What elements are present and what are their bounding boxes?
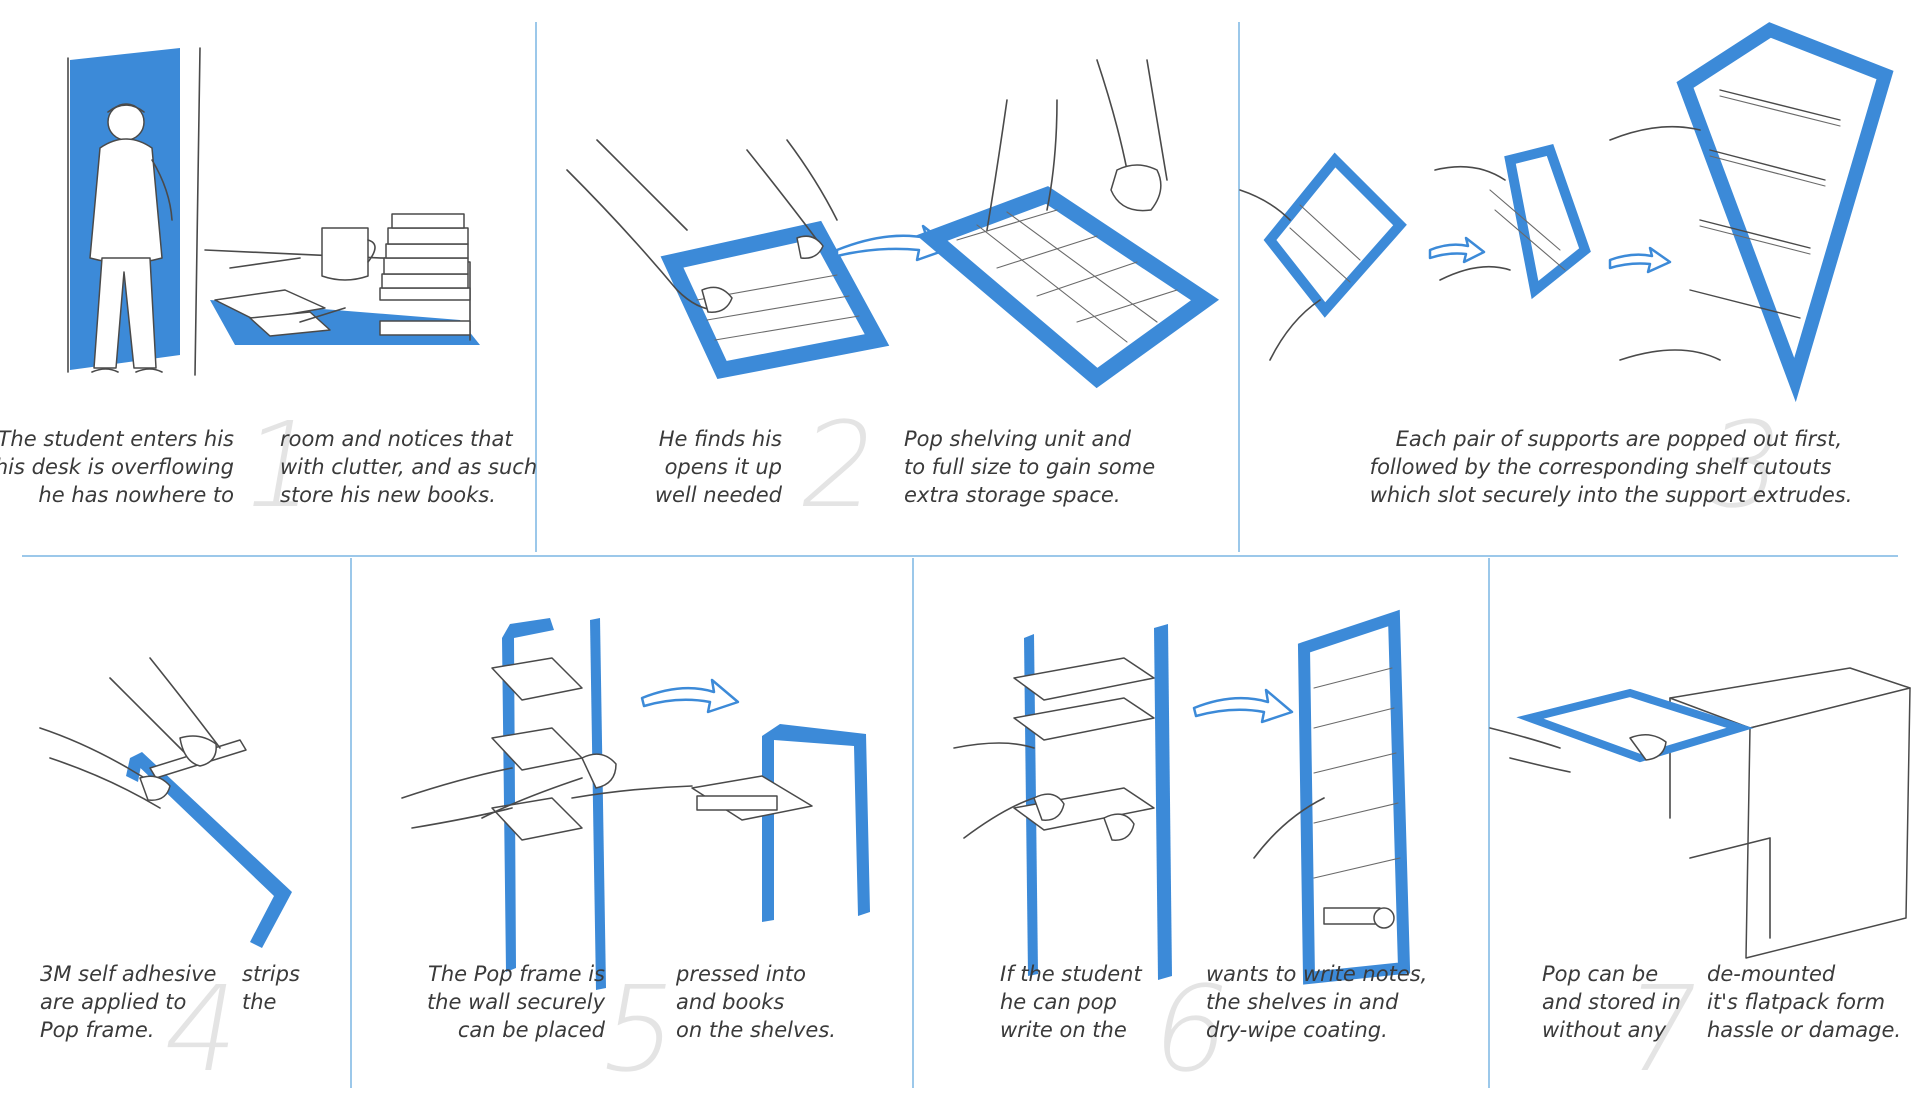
step-2-panel: 2 He finds his opens it up well needed P…: [537, 0, 1238, 555]
step-5-caption-right: pressed into and books on the shelves.: [676, 962, 836, 1042]
step-7-illustration: [1489, 667, 1911, 959]
divider-vertical-1-2: [535, 22, 537, 552]
step-3-illustration: [1239, 22, 1894, 403]
step-1-caption-right: room and notices that with clutter, and …: [280, 427, 538, 507]
step-6-illustration: [953, 609, 1411, 985]
step-5-illustration: [401, 618, 870, 990]
step-2-caption-left: He finds his opens it up well needed: [654, 427, 782, 507]
divider-vertical-4-5: [350, 558, 352, 1088]
step-5-panel: 5 The Pop frame is the wall securely can…: [352, 558, 912, 1098]
divider-vertical-5-6: [912, 558, 914, 1088]
arrow-icon: [835, 224, 953, 262]
step-4-panel: 4 3M self adhesive are applied to Pop fr…: [0, 558, 350, 1098]
arrow-icon: [1428, 236, 1486, 264]
step-5-caption-left: The Pop frame is the wall securely can b…: [426, 962, 605, 1042]
step-1-panel: 1 The student enters his his desk is ove…: [0, 0, 538, 555]
step-2-caption-right: Pop shelving unit and to full size to ga…: [904, 427, 1156, 507]
step-4-caption-right: strips the: [242, 962, 300, 1014]
step-1-illustration: [67, 47, 480, 376]
step-7-panel: 7 Pop can be and stored in without any d…: [1489, 558, 1911, 1098]
arrow-icon: [1608, 246, 1672, 274]
step-2-illustration: [566, 59, 1220, 389]
divider-horizontal: [22, 555, 1898, 557]
step-4-illustration: [39, 657, 292, 948]
arrow-icon: [640, 678, 740, 714]
step-3-panel: 3 Each pair of supports are popped follo…: [1239, 0, 1898, 555]
divider-vertical-6-7: [1488, 558, 1490, 1088]
step-1-caption-left: The student enters his his desk is overf…: [0, 427, 234, 507]
step-7-caption-right: de-mounted it's flatpack form hassle or …: [1707, 962, 1902, 1042]
step-3-caption-left: Each pair of supports are popped followe…: [1369, 427, 1746, 507]
step-6-caption-left: If the student he can pop write on the: [1000, 962, 1142, 1042]
step-7-caption-left: Pop can be and stored in without any: [1542, 962, 1681, 1042]
step-4-caption-left: 3M self adhesive are applied to Pop fram…: [40, 962, 217, 1042]
step-6-caption-right: wants to write notes, the shelves in and…: [1206, 962, 1428, 1042]
arrow-icon: [1192, 688, 1294, 724]
step-3-caption-right: out first, cutouts extrudes.: [1753, 427, 1853, 507]
step-6-panel: 6 If the student he can pop write on the…: [914, 558, 1488, 1098]
divider-vertical-2-3: [1238, 22, 1240, 552]
